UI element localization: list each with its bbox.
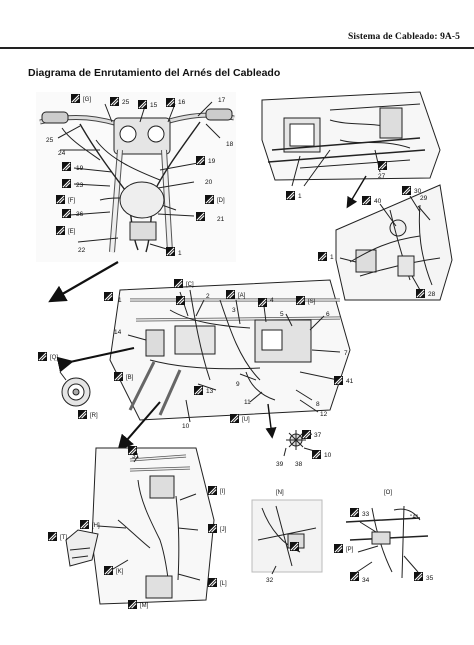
tag-C: [C] <box>186 282 194 288</box>
rear-lower-callout-1: 1 <box>330 254 334 261</box>
callout-18: 18 <box>226 141 234 148</box>
callout-25: 25 <box>122 99 130 106</box>
detail-arrow-right <box>346 175 367 209</box>
callout-2: 2 <box>206 293 210 300</box>
callout-5: 5 <box>280 311 284 318</box>
rear-lower-panel <box>335 184 453 301</box>
callout-21: 21 <box>217 216 225 223</box>
tag-B: [B] <box>126 375 134 381</box>
detail-o-panel <box>345 505 429 579</box>
handlebar-panel <box>36 92 236 262</box>
callout-8: 8 <box>316 401 320 408</box>
handlebar-to-center-arrow <box>48 261 119 303</box>
center-frame-panel <box>109 279 351 423</box>
callout-25b: 25 <box>46 137 54 144</box>
callout-32: 32 <box>266 577 274 584</box>
callout-9: 9 <box>236 381 240 388</box>
rear-callout-27: 27 <box>378 173 386 180</box>
callout-38: 38 <box>295 461 303 468</box>
callout-41: 41 <box>346 378 354 385</box>
callout-33: 33 <box>362 511 370 518</box>
detail-n-panel <box>251 499 323 575</box>
center-tags: [C] [A] [S] [B] [U] <box>104 279 343 423</box>
tag-T: [T] <box>60 535 67 541</box>
tag-G: [G] <box>83 97 91 103</box>
tag-N: [N] <box>276 490 284 496</box>
callout-1: 1 <box>178 250 182 257</box>
header-rule <box>0 47 474 49</box>
callout-10: 12 <box>320 411 328 418</box>
callout-17: 17 <box>218 97 226 104</box>
callout-37: 37 <box>314 432 322 439</box>
small-callout-10: 10 <box>324 452 332 459</box>
bottom-left-panel <box>65 447 215 605</box>
tag-M: [M] <box>140 603 149 609</box>
center-to-bottom-arrow <box>117 401 161 452</box>
callout-34: 34 <box>362 577 370 584</box>
callout-31: 31 <box>132 453 140 460</box>
bottom-left-tags: [I] [H] [J] [T] [K] [L] [M] <box>48 486 227 609</box>
handlebar-numbers: 25 15 16 17 18 25 24 19 19 23 20 36 21 2… <box>46 97 234 257</box>
rear-upper-panel <box>261 91 441 187</box>
callout-15: 15 <box>150 102 158 109</box>
center-numbers: 1 2 3 4 5 6 7 14 41 13 9 8 10 12 11 <box>114 293 354 430</box>
tag-P: [P] <box>346 547 354 553</box>
callout-20: 20 <box>205 179 213 186</box>
tag-E: [E] <box>68 229 76 235</box>
callout-36: 36 <box>76 211 84 218</box>
callout-3: 3 <box>232 307 236 314</box>
callout-11: 11 <box>244 399 251 406</box>
callout-22: 22 <box>78 247 86 254</box>
callout-19-left: 19 <box>76 165 84 172</box>
tag-L: [L] <box>220 581 227 587</box>
page-title: Diagrama de Enrutamiento del Arnés del C… <box>28 67 281 79</box>
callout-14: 14 <box>114 329 122 336</box>
center-callout-1: 1 <box>118 297 122 304</box>
handlebar-tags: [G] [F] [E] [D] <box>56 94 225 256</box>
tag-J: [J] <box>220 527 227 533</box>
tag-O: [O] <box>384 490 392 496</box>
callout-7: 7 <box>344 350 348 357</box>
callout-6: 6 <box>326 311 330 318</box>
callout-35: 35 <box>426 575 434 582</box>
tag-U: [U] <box>242 417 250 423</box>
tag-Q: [Q] <box>50 355 58 361</box>
tag-H: [H] <box>92 523 100 529</box>
callout-16: 16 <box>178 99 186 106</box>
tag-F: [F] <box>68 198 75 204</box>
callout-23: 23 <box>76 182 84 189</box>
horn-panel <box>56 347 135 407</box>
callout-39: 39 <box>276 461 284 468</box>
callout-29: 29 <box>420 195 428 202</box>
callout-4: 4 <box>270 297 274 304</box>
callout-28: 28 <box>428 291 436 298</box>
rear-callout-1: 1 <box>298 193 302 200</box>
callout-12: 10 <box>182 423 190 430</box>
callout-24: 24 <box>58 150 66 157</box>
tag-A: [A] <box>238 293 246 299</box>
tag-I: [I] <box>220 489 225 495</box>
tag-R: [R] <box>90 413 98 419</box>
detail-o-callout-A: "A" <box>410 515 418 521</box>
callout-19-right: 19 <box>208 158 216 165</box>
callout-13: 13 <box>206 388 214 395</box>
section-header: Sistema de Cableado: 9A-5 <box>347 32 460 42</box>
callout-30: 30 <box>414 188 422 195</box>
callout-40: 40 <box>374 198 382 205</box>
tag-D: [D] <box>217 198 225 204</box>
tag-S: [S] <box>308 299 316 305</box>
tag-K: [K] <box>116 569 124 575</box>
